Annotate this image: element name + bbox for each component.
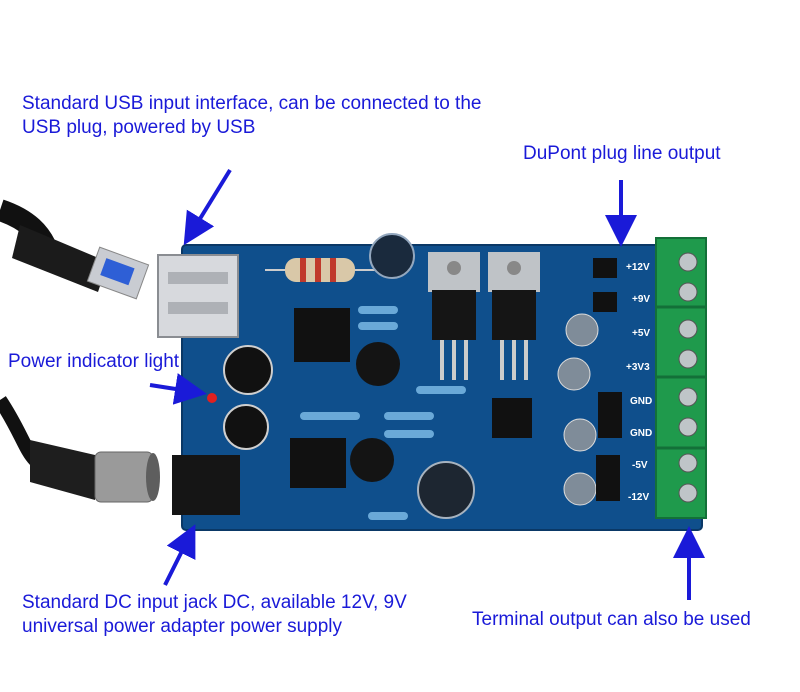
output-label: -12V	[628, 492, 649, 503]
power-light-arrow-icon	[149, 373, 207, 405]
terminal-annotation: Terminal output can also be used	[472, 609, 751, 630]
dupont-headers	[593, 258, 622, 501]
power-light-annotation: Power indicator light	[8, 351, 180, 372]
usb-annotation: Standard USB input interface, can be con…	[22, 93, 482, 138]
output-label: GND	[630, 396, 652, 407]
usb-jack	[157, 254, 239, 338]
power-resistor	[265, 258, 375, 282]
dc-arrow-icon	[163, 524, 196, 586]
ic-chips	[290, 308, 532, 488]
output-label: +9V	[632, 294, 650, 305]
usb-arrow-icon	[183, 168, 232, 246]
output-label: GND	[630, 428, 652, 439]
dc-cable	[0, 396, 160, 503]
output-label: -5V	[632, 460, 648, 471]
dc-jack	[172, 455, 240, 515]
voltage-regulators	[428, 252, 540, 380]
callout-arrows	[149, 168, 705, 600]
inductor	[350, 438, 394, 482]
output-label: +3V3	[626, 362, 650, 373]
dc-annotation: Standard DC input jack DC, available 12V…	[22, 592, 407, 637]
output-label: +5V	[632, 328, 650, 339]
output-label: +12V	[626, 262, 650, 273]
dupont-annotation: DuPont plug line output	[523, 143, 721, 164]
pcb-board: +12V +9V +5V +3V3 GND GND -5V -12V	[157, 233, 707, 531]
small-resistors	[300, 306, 466, 520]
power-led	[207, 393, 217, 403]
usb-cable	[0, 199, 150, 300]
electrolytic-capacitors	[223, 233, 599, 519]
inductor	[356, 342, 400, 386]
terminal-blocks	[655, 237, 707, 519]
